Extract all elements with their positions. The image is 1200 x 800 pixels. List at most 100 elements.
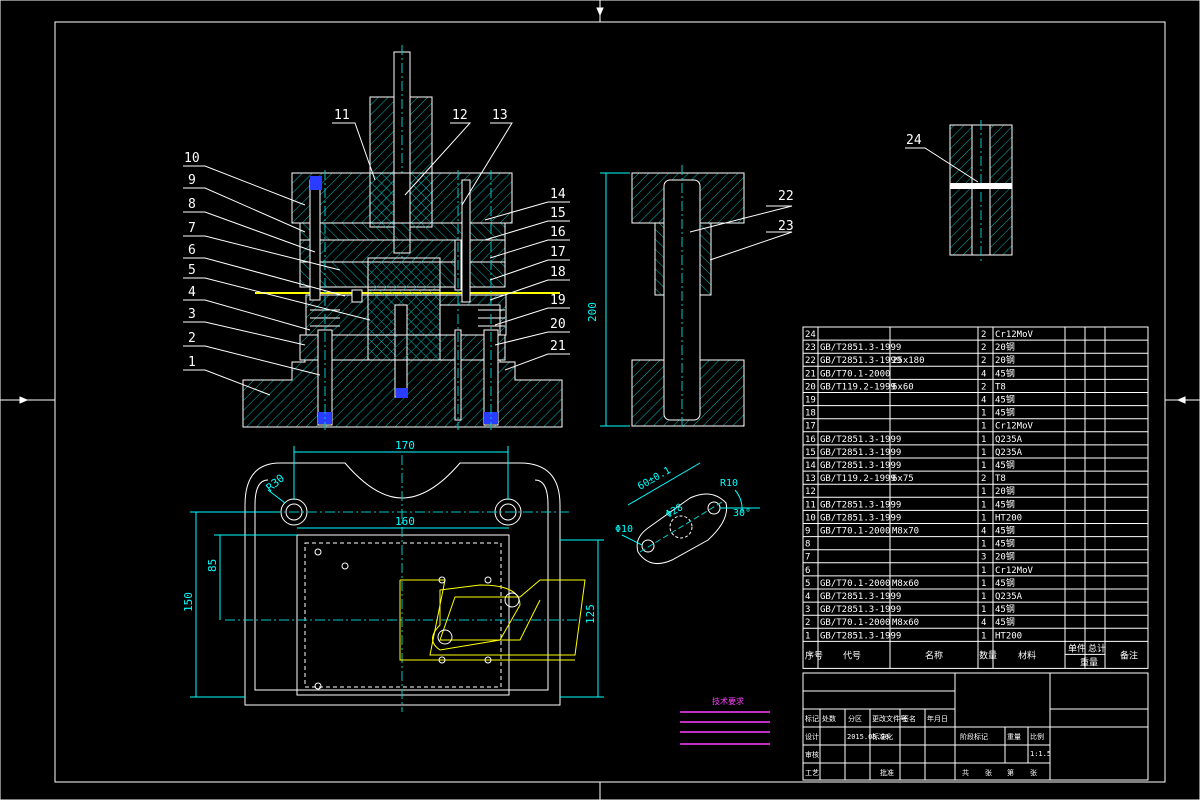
balloon-4: 4 [188, 285, 196, 300]
side-view [600, 165, 793, 430]
bom-cell-no: 21 [805, 369, 816, 379]
title-block-text: 标记 处数 分区 更改文件号 签名 年月日 设计 2015.05.20 标准化 … [805, 714, 1051, 777]
bom-cell-qty: 1 [981, 579, 986, 589]
bom-cell-std: GB/T2851.3-1999 [820, 343, 901, 353]
blank-strip [399, 579, 586, 661]
bom-table [802, 326, 1149, 669]
balloon-20: 20 [550, 317, 566, 332]
bom-cell-no: 15 [805, 448, 816, 458]
balloon-9: 9 [188, 173, 196, 188]
bom-cell-name: 6x60 [892, 382, 914, 392]
plan-dim-labels: 170 160 R30 85 150 125 [182, 439, 597, 624]
balloon-2: 2 [188, 331, 196, 346]
bom-cell-std: GB/T70.1-2000 [820, 369, 890, 379]
balloon-6: 6 [188, 243, 196, 258]
balloon-5: 5 [188, 263, 196, 278]
bom-cell-mat: Q235A [995, 448, 1023, 458]
section-leaders [183, 122, 570, 396]
lower-plate-outline [244, 462, 561, 706]
bom-cell-no: 22 [805, 356, 816, 366]
bom-cell-qty: 1 [981, 435, 986, 445]
balloon-23: 23 [778, 219, 794, 234]
bom-cell-mat: Cr12MoV [995, 422, 1034, 432]
tb-label-mark: 标记 [805, 714, 819, 723]
bom-cell-std: GB/T70.1-2000 [820, 579, 890, 589]
bom-cell-qty: 1 [981, 605, 986, 615]
bom-cell-no: 1 [805, 631, 810, 641]
notes-title: 技术要求 [712, 696, 744, 706]
bom-cell-no: 11 [805, 500, 816, 510]
bom-cell-mat: 45钢 [995, 459, 1015, 471]
die-plate [299, 334, 506, 361]
bom-cell-no: 16 [805, 435, 816, 445]
tb-label-total: 共 [962, 768, 969, 777]
bom-cell-qty: 4 [981, 369, 986, 379]
bom-cell-qty: 1 [981, 461, 986, 471]
dim-height-total: 150 [182, 592, 195, 612]
balloon-19: 19 [550, 293, 566, 308]
balloon-11: 11 [334, 108, 350, 123]
bom-cell-no: 6 [805, 566, 810, 576]
dim-hole: Φ10 [615, 524, 633, 535]
balloon-24: 24 [906, 133, 922, 148]
bom-cell-no: 13 [805, 474, 816, 484]
bom-cell-mat: HT200 [995, 513, 1022, 523]
bom-cell-qty: 1 [981, 540, 986, 550]
bom-cell-no: 24 [805, 330, 816, 340]
dim-radius: R30 [264, 472, 288, 495]
tb-label-approve: 批准 [880, 768, 894, 777]
bom-cell-name: 6x75 [892, 474, 914, 484]
bom-cell-mat: T8 [995, 382, 1006, 392]
bom-cell-qty: 1 [981, 487, 986, 497]
bom-cell-name: M8x70 [892, 527, 919, 537]
bom-cell-mat: 20钢 [995, 485, 1015, 497]
bom-cell-qty: 1 [981, 566, 986, 576]
bom-cell-name: M8x60 [892, 579, 919, 589]
bom-header-weight: 总计 [1088, 642, 1106, 654]
bom-header-cell: 序号 [805, 649, 823, 661]
bom-cell-mat: 45钢 [995, 577, 1015, 589]
dim-height-right: 125 [584, 604, 597, 624]
bom-header-weight: 单件 [1068, 642, 1086, 654]
bom-cell-no: 20 [805, 382, 816, 392]
bom-cell-name: M8x60 [892, 618, 919, 628]
tb-label-sheet: 张 [1030, 768, 1037, 777]
punch [367, 257, 441, 291]
balloon-3: 3 [188, 307, 196, 322]
tb-label-sheets: 张 [985, 768, 992, 777]
tb-label-date: 年月日 [927, 714, 948, 723]
bom-header-cell: 材料 [1018, 649, 1036, 661]
tb-label-design: 设计 [805, 732, 819, 741]
part-outline [636, 493, 728, 565]
balloon-13: 13 [492, 108, 508, 123]
bom-cell-qty: 2 [981, 474, 986, 484]
bom-cell-std: GB/T2851.3-1999 [820, 592, 901, 602]
bom-cell-mat: Q235A [995, 592, 1023, 602]
bom-cell-std: GB/T70.1-2000 [820, 527, 890, 537]
bom-cell-no: 4 [805, 592, 810, 602]
die-plate-outline [296, 534, 510, 696]
bom-cell-name: 25x180 [892, 356, 925, 366]
tb-date-value: 2015.05.20 [847, 733, 889, 741]
bom-header-weight: 重量 [1080, 656, 1098, 668]
bom-cell-std: GB/T2851.3-1999 [820, 631, 901, 641]
bom-cell-mat: 20钢 [995, 354, 1015, 366]
bom-header-cell: 数量 [979, 649, 997, 661]
part-dim-labels: 60±0.1 R10 30° Φ10 Φ28 [615, 465, 751, 535]
tb-label-zone: 分区 [848, 714, 862, 723]
tb-label-standardize: 标准化 [872, 732, 893, 741]
side-height-dim: 200 [586, 302, 599, 322]
balloon-22: 22 [778, 189, 794, 204]
bom-cell-qty: 4 [981, 396, 986, 406]
bom-cell-std: GB/T119.2-1999 [820, 382, 896, 392]
tb-label-weight: 重量 [1007, 733, 1021, 741]
dim-width-inner: 160 [395, 515, 415, 528]
bom-cell-mat: 45钢 [995, 367, 1015, 379]
bom-cell-qty: 1 [981, 500, 986, 510]
bom-cell-mat: HT200 [995, 631, 1022, 641]
tb-label-scale: 比例 [1030, 732, 1044, 741]
tb-label-review: 审核 [805, 750, 819, 759]
tb-label-count: 处数 [822, 714, 836, 723]
